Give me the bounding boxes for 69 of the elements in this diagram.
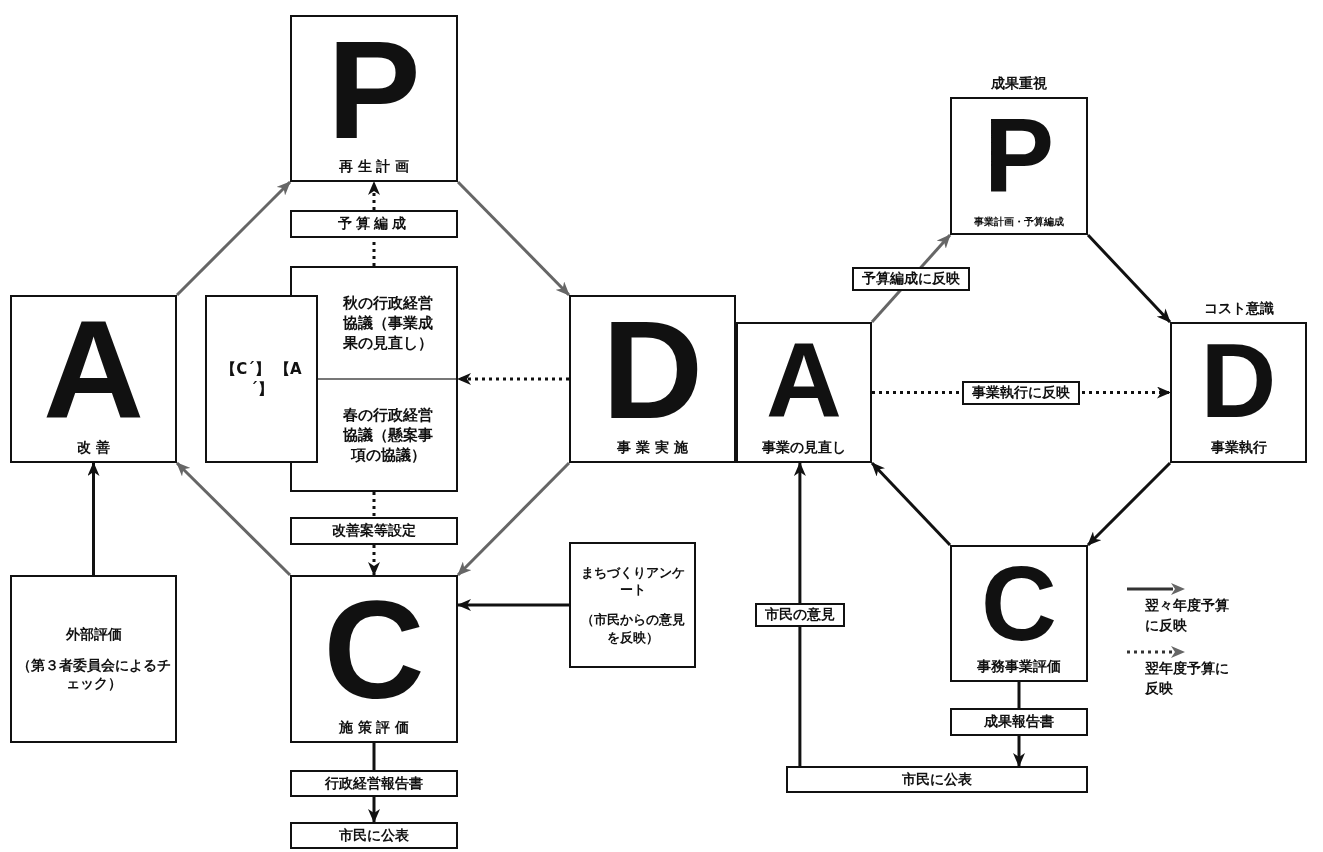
arrow [793,462,806,766]
cycle-step-box [10,295,177,463]
step-caption: 事業実施 [617,439,693,457]
edge-label: 事業執行に反映 [962,380,1080,405]
arrow [870,461,952,547]
cycle-letter: D [1200,334,1277,429]
arrow [456,461,571,577]
arrow [87,462,100,575]
box-text: 外部評価 [65,624,122,644]
edge-label: 市民の意見 [754,602,845,627]
process-box [290,822,458,849]
step-caption: 事務事業評価 [977,658,1061,676]
arrow [175,180,292,297]
step-caption: 施策評価 [338,719,415,737]
box-text: （第３者委員会によるチェック） [16,655,171,694]
step-caption: 事業執行 [1210,439,1267,457]
process-box [290,210,458,238]
box-text: まちづくりアンケート [579,563,686,599]
edge-label: 予算編成に反映 [852,266,970,291]
box-text: （市民からの意見を反映） [579,611,686,647]
arrow [175,461,292,577]
process-box [290,770,458,797]
cycle-letter: D [601,307,704,433]
cycle-step-box [950,545,1088,682]
arrow [1013,736,1025,767]
cycle-step-box [290,575,458,743]
step-heading: コスト意識 [1202,300,1275,318]
cycle-letter: A [42,307,145,433]
process-box [950,708,1088,736]
meeting-text: 秋の行政経営協議（事業成果の見直し） [343,292,433,355]
cycle-step-box [290,15,458,182]
cycle-step-box [736,322,872,463]
connector-line [1017,682,1021,708]
arrow [1086,233,1172,324]
arrow [456,180,571,297]
meeting-text: 春の行政経営協議（懸案事項の協議） [343,404,433,467]
step-label: 予算編成 [337,215,411,233]
step-label: 行政経営報告書 [325,774,423,793]
process-box [569,542,696,668]
process-box [205,295,318,463]
step-heading: 成果重視 [990,75,1048,93]
step-caption: 再生計画 [338,158,415,176]
cycle-letter: P [327,27,421,153]
arrow [1086,461,1172,547]
cycle-letter: C [323,587,425,713]
box-text: 【C´】 【A´】 [220,358,303,400]
legend-text: 翌々年度予算に反映 [1145,596,1230,635]
step-label: 市民に公表 [339,826,409,845]
process-box [786,766,1088,793]
arrow [457,373,569,385]
cycle-letter: C [981,557,1057,652]
process-box [290,517,458,545]
step-caption: 事業計画・予算編成 [974,215,1064,229]
arrow [368,181,380,210]
arrow [368,797,380,823]
legend-text: 翌年度予算に反映 [1145,659,1230,698]
step-caption: 改善 [77,439,115,457]
cycle-letter: A [766,334,842,429]
cycle-step-box [569,295,736,463]
cycle-letter: P [983,109,1054,204]
connector-line [372,492,376,517]
step-label: 成果報告書 [984,713,1054,731]
step-label: 市民に公表 [902,770,972,789]
arrow [457,599,569,611]
process-box [10,575,177,743]
connector-line [372,743,376,770]
step-label: 改善案等設定 [332,522,416,540]
arrow [368,545,380,576]
step-caption: 事業の見直し [762,439,846,457]
